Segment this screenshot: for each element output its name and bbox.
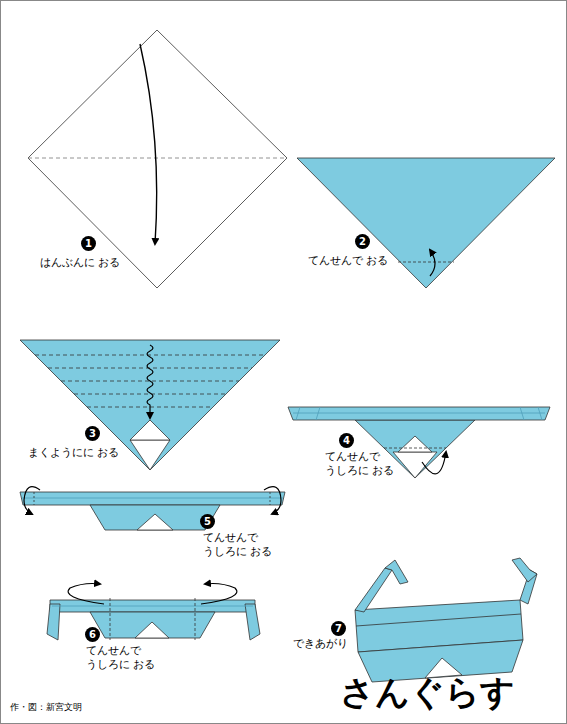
step-instruction: てんせんで おる xyxy=(308,254,458,268)
diagram-title: さんぐらす xyxy=(340,672,515,712)
step-number: 6 xyxy=(85,627,100,642)
step-instruction: てんせんで うしろに おる xyxy=(86,644,170,672)
step-instruction: はんぶんに おる xyxy=(40,256,190,270)
step-number: 5 xyxy=(200,514,215,529)
step-number: 2 xyxy=(355,234,370,249)
step-number: 1 xyxy=(81,236,96,251)
step-instruction: てんせんで うしろに おる xyxy=(203,531,287,559)
step-number: 7 xyxy=(331,621,346,636)
step-number: 3 xyxy=(85,426,100,441)
step-instruction: まくようにに おる xyxy=(28,446,178,460)
credit-note: 作・図：新宮文明 xyxy=(10,701,82,713)
step-instruction: てんせんで うしろに おる xyxy=(325,450,409,478)
step-instruction: できあがり xyxy=(293,637,393,651)
step-number: 4 xyxy=(339,433,354,448)
